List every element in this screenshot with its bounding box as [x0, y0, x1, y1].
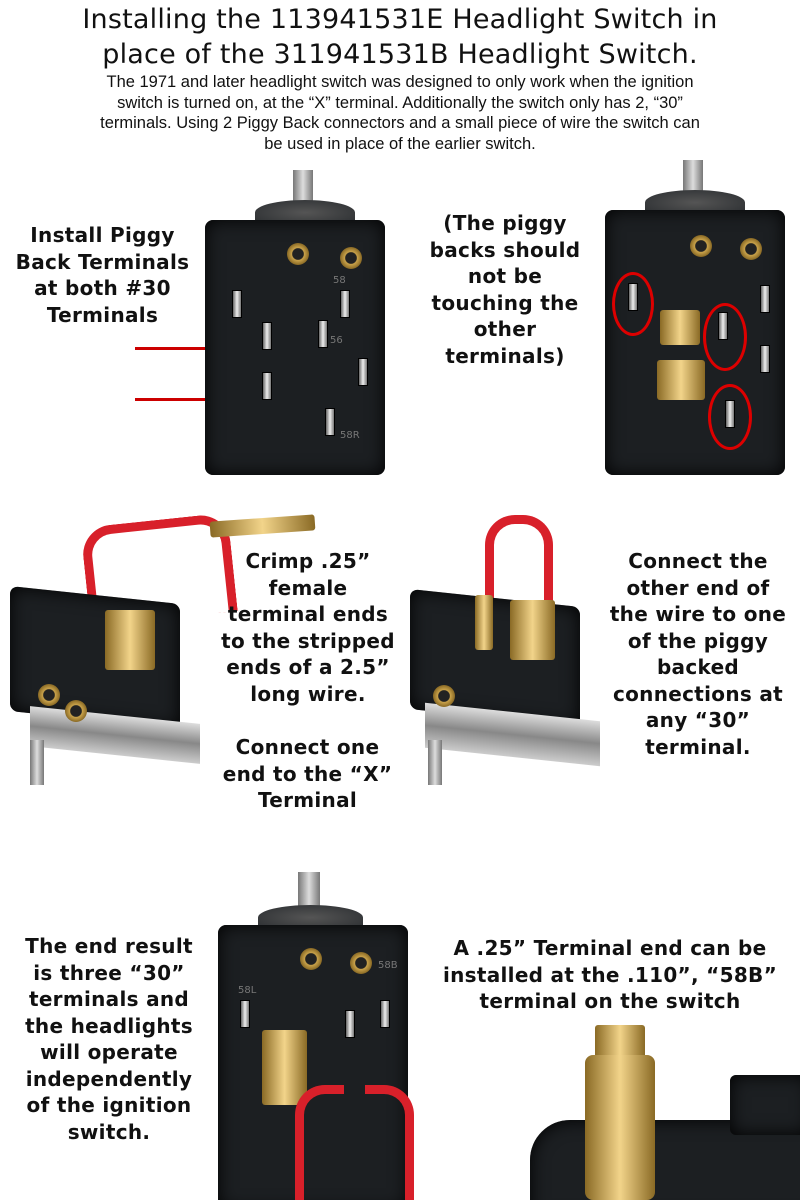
highlight-circle	[703, 303, 747, 371]
caption-end-result: The end result is three “30” terminals a…	[25, 934, 193, 1144]
intro-paragraph: The 1971 and later headlight switch was …	[100, 73, 700, 153]
caption-install-piggy-backs: Install Piggy Back Terminals at both #30…	[15, 223, 190, 327]
caption-not-touching: (The piggy backs should not be touching …	[429, 211, 581, 368]
caption-58b-terminal: A .25” Terminal end can be installed at …	[442, 936, 778, 1013]
caption-crimp: Crimp .25” female terminal ends to the s…	[221, 549, 395, 706]
terminal-label: 56	[330, 335, 343, 346]
page-title: Installing the 113941531E Headlight Swit…	[82, 4, 718, 70]
terminal-label: 58R	[340, 430, 360, 441]
highlight-circle	[708, 384, 752, 450]
caption-connect-x: Connect one end to the “X” Terminal	[222, 735, 393, 812]
caption-connect-other: Connect the other end of the wire to one…	[609, 549, 787, 759]
highlight-circle	[612, 272, 654, 336]
terminal-label: 58B	[378, 960, 398, 971]
terminal-label: 58	[333, 275, 346, 286]
terminal-label: 58L	[238, 985, 257, 996]
